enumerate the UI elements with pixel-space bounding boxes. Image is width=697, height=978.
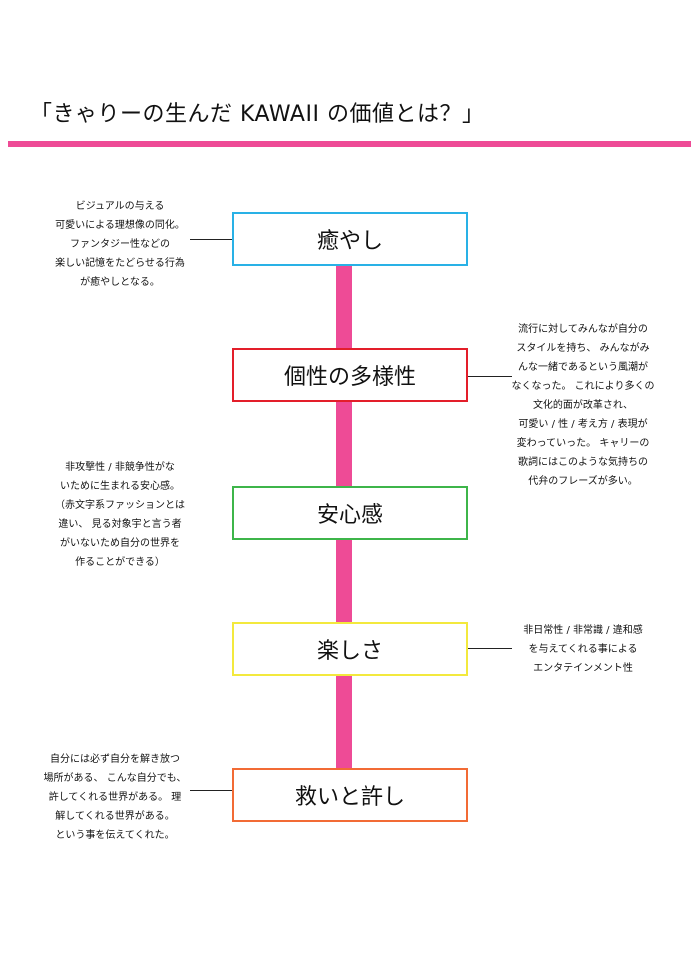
note-line: んな一緒であるという風潮が <box>518 362 648 373</box>
value-box-iyashi: 癒やし <box>232 212 468 266</box>
note-line: いために生まれる安心感。 <box>60 481 180 492</box>
note-line: 解してくれる世界がある。 <box>55 811 175 822</box>
note-line: を与えてくれる事による <box>528 644 638 655</box>
note-line: 歌詞にはこのような気持ちの <box>518 457 648 468</box>
note-line: なくなった。 これにより多くの <box>511 381 655 392</box>
note-line: 文化的面が改革され、 <box>532 400 634 411</box>
note-line: 流行に対してみんなが自分の <box>518 324 648 335</box>
note-line: という事を伝えてくれた。 <box>55 830 175 841</box>
note-line: 自分には必ず自分を解き放つ <box>50 754 180 765</box>
title-underline <box>8 141 691 147</box>
note-line: がいないため自分の世界を <box>60 538 180 549</box>
note-line: が癒やしとなる。 <box>80 277 160 288</box>
note-anshin: 非攻撃性 / 非競争性がな いために生まれる安心感。 （赤文字系ファッションとは… <box>50 458 190 572</box>
page-title: 「きゃりーの生んだ KAWAII の価値とは？」 <box>30 102 485 127</box>
note-line: 非日常性 / 非常識 / 違和感 <box>523 625 643 636</box>
connector-iyashi <box>190 239 232 240</box>
note-line: （赤文字系ファッションとは <box>55 500 185 511</box>
note-iyashi: ビジュアルの与える 可愛いによる理想像の同化。 ファンタジー性などの 楽しい記憶… <box>50 197 190 292</box>
note-line: 場所がある、 こんな自分でも、 <box>43 773 187 784</box>
note-line: 変わっていった。 キャリーの <box>516 438 650 449</box>
note-line: 代弁のフレーズが多い。 <box>528 476 638 487</box>
note-line: ビジュアルの与える <box>75 201 165 212</box>
note-line: 作ることができる） <box>75 557 165 568</box>
value-box-sukui: 救いと許し <box>232 768 468 822</box>
note-sukui: 自分には必ず自分を解き放つ 場所がある、 こんな自分でも、 許してくれる世界があ… <box>40 750 190 845</box>
note-line: ファンタジー性などの <box>70 239 170 250</box>
connector-kosei <box>468 376 512 377</box>
value-box-tanoshisa: 楽しさ <box>232 622 468 676</box>
note-line: 違い、 見る対象宇と言う者 <box>58 519 182 530</box>
note-line: 可愛い / 性 / 考え方 / 表現が <box>518 419 648 430</box>
value-box-anshin: 安心感 <box>232 486 468 540</box>
note-line: エンタテインメント性 <box>533 663 633 674</box>
connector-sukui <box>190 790 232 791</box>
note-line: スタイルを持ち、 みんながみ <box>516 343 650 354</box>
note-line: 可愛いによる理想像の同化。 <box>55 220 185 231</box>
connector-tanoshisa <box>468 648 512 649</box>
note-line: 楽しい記憶をたどらせる行為 <box>55 258 185 269</box>
note-tanoshisa: 非日常性 / 非常識 / 違和感 を与えてくれる事による エンタテインメント性 <box>508 621 658 678</box>
note-line: 許してくれる世界がある。 理 <box>48 792 182 803</box>
value-box-kosei: 個性の多様性 <box>232 348 468 402</box>
note-line: 非攻撃性 / 非競争性がな <box>65 462 175 473</box>
note-kosei: 流行に対してみんなが自分の スタイルを持ち、 みんながみ んな一緒であるという風… <box>508 320 658 491</box>
